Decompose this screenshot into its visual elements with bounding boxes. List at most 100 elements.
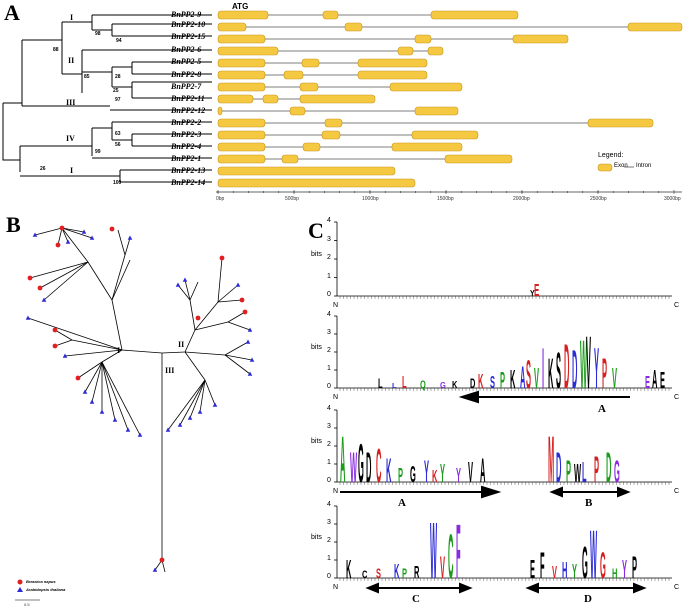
clade-label: I (70, 13, 74, 22)
motif-c-left-arrowhead (365, 582, 379, 594)
clade-label: III (66, 98, 76, 107)
axis-tick-label: 500bp (285, 196, 299, 202)
logo-residue: S (556, 342, 561, 399)
logo-residue: L (582, 457, 587, 488)
logo-residue: W (430, 508, 437, 597)
logo-residue: I (542, 336, 544, 401)
bootstrap-value: 94 (116, 38, 122, 44)
gene-label: BnPP2-4 (171, 142, 202, 151)
bootstrap-value: 25 (113, 88, 119, 94)
athaliana-tip-marker (212, 402, 218, 407)
logo-residue: W (574, 460, 581, 489)
gene-label: BnPP2-13 (171, 166, 206, 175)
bootstrap-value: 26 (40, 166, 46, 172)
legend-title: Legend: (598, 152, 624, 159)
axis-tick-label: 3000bp (664, 196, 681, 202)
exon-box (217, 34, 266, 44)
logo-residue: H (562, 558, 567, 584)
logo-y-tick-label: 0 (327, 477, 331, 484)
athaliana-tip-marker (25, 315, 31, 320)
logo-y-label: bits (311, 534, 322, 541)
gene-label: BnPP2-11 (171, 94, 205, 103)
athaliana-tip-marker (82, 389, 88, 394)
motif-d-left-arrowhead (525, 582, 539, 594)
athaliana-tip-marker (137, 432, 143, 437)
exon-box (217, 94, 254, 104)
bnapus-tip-marker (239, 297, 245, 303)
panel-a-letter: A (4, 0, 20, 25)
axis-tick-label: 0bp (216, 196, 225, 202)
exon-box (283, 70, 304, 80)
bootstrap-value: 63 (115, 131, 121, 137)
exon-box (357, 70, 428, 80)
gene-label: BnPP2-1 (171, 154, 202, 163)
logo-y-tick-label: 1 (327, 272, 331, 280)
logo-residue: K (478, 371, 483, 394)
athaliana-tip-marker (62, 353, 68, 358)
logo-residue: G (410, 462, 416, 488)
logo-residue: E (660, 368, 665, 394)
athaliana-tip-marker (235, 282, 241, 287)
logo-residue: A (652, 366, 658, 395)
bootstrap-value: 56 (115, 142, 121, 148)
logo-residue: Y (456, 465, 461, 488)
logo-residue: F (540, 545, 545, 587)
gene-label: BnPP2-9 (171, 10, 202, 19)
motif-b-right-arrowhead (617, 486, 631, 498)
exon-box (217, 130, 266, 140)
scale-bar-label: 0.5 (24, 602, 30, 607)
logo-residue: A (480, 453, 485, 490)
logo-n-terminus: N (333, 394, 339, 401)
athaliana-tip-marker (127, 235, 133, 240)
atg-label: ATG (232, 2, 249, 11)
panel-b-letter: B (6, 212, 21, 237)
logo-residue: C (448, 522, 453, 592)
exon-box (414, 106, 459, 116)
bnapus-tip-marker (55, 242, 61, 248)
athaliana-tip-marker (125, 427, 131, 432)
exon-box (357, 58, 428, 68)
logo-y-tick-label: 1 (327, 365, 331, 372)
exon-box (217, 154, 266, 164)
motif-d-right-arrowhead (633, 582, 647, 594)
logo-y-tick-label: 4 (327, 311, 331, 318)
logo-y-tick-label: 0 (327, 291, 331, 298)
logo-residue: Q (420, 379, 426, 392)
logo-residue: Y (622, 556, 627, 585)
logo-y-tick-label: 3 (327, 235, 331, 243)
athaliana-tip-marker (152, 567, 158, 572)
exon-box (430, 10, 519, 20)
athaliana-tip-marker (247, 327, 253, 332)
logo-y-tick-label: 3 (327, 329, 331, 336)
athaliana-tip-marker (89, 399, 95, 404)
exon-box (217, 46, 279, 56)
exon-box (444, 154, 513, 164)
gene-label: BnPP2-5 (171, 57, 202, 66)
logo-y-tick-label: 2 (327, 347, 331, 354)
logo-residue: G (358, 434, 364, 494)
bnapus-tip-marker (159, 557, 165, 563)
bnapus-tip-marker (27, 275, 33, 281)
exon-box (389, 82, 463, 92)
axis-tick-label: 1000bp (362, 196, 379, 202)
exon-box (627, 22, 683, 32)
logo-y-tick-label: 4 (327, 405, 331, 412)
exon-box (302, 142, 321, 152)
athaliana-tip-marker (65, 239, 71, 244)
logo-residue: K (432, 466, 438, 485)
logo-y-tick-label: 3 (327, 423, 331, 430)
athaliana-tip-marker (245, 339, 251, 344)
logo-residue: Y (594, 336, 599, 401)
logo-y-tick-label: 2 (327, 254, 331, 261)
exon-box (217, 10, 269, 20)
exon-box (299, 94, 376, 104)
clade-label: II (178, 340, 185, 349)
logo-residue: P (594, 449, 599, 491)
logo-residue: G (614, 453, 620, 489)
exon-box (391, 142, 463, 152)
logo-residue: D (556, 443, 561, 492)
logo-y-tick-label: 4 (327, 217, 331, 224)
exon-box (414, 34, 432, 44)
logo-y-label: bits (311, 251, 322, 258)
